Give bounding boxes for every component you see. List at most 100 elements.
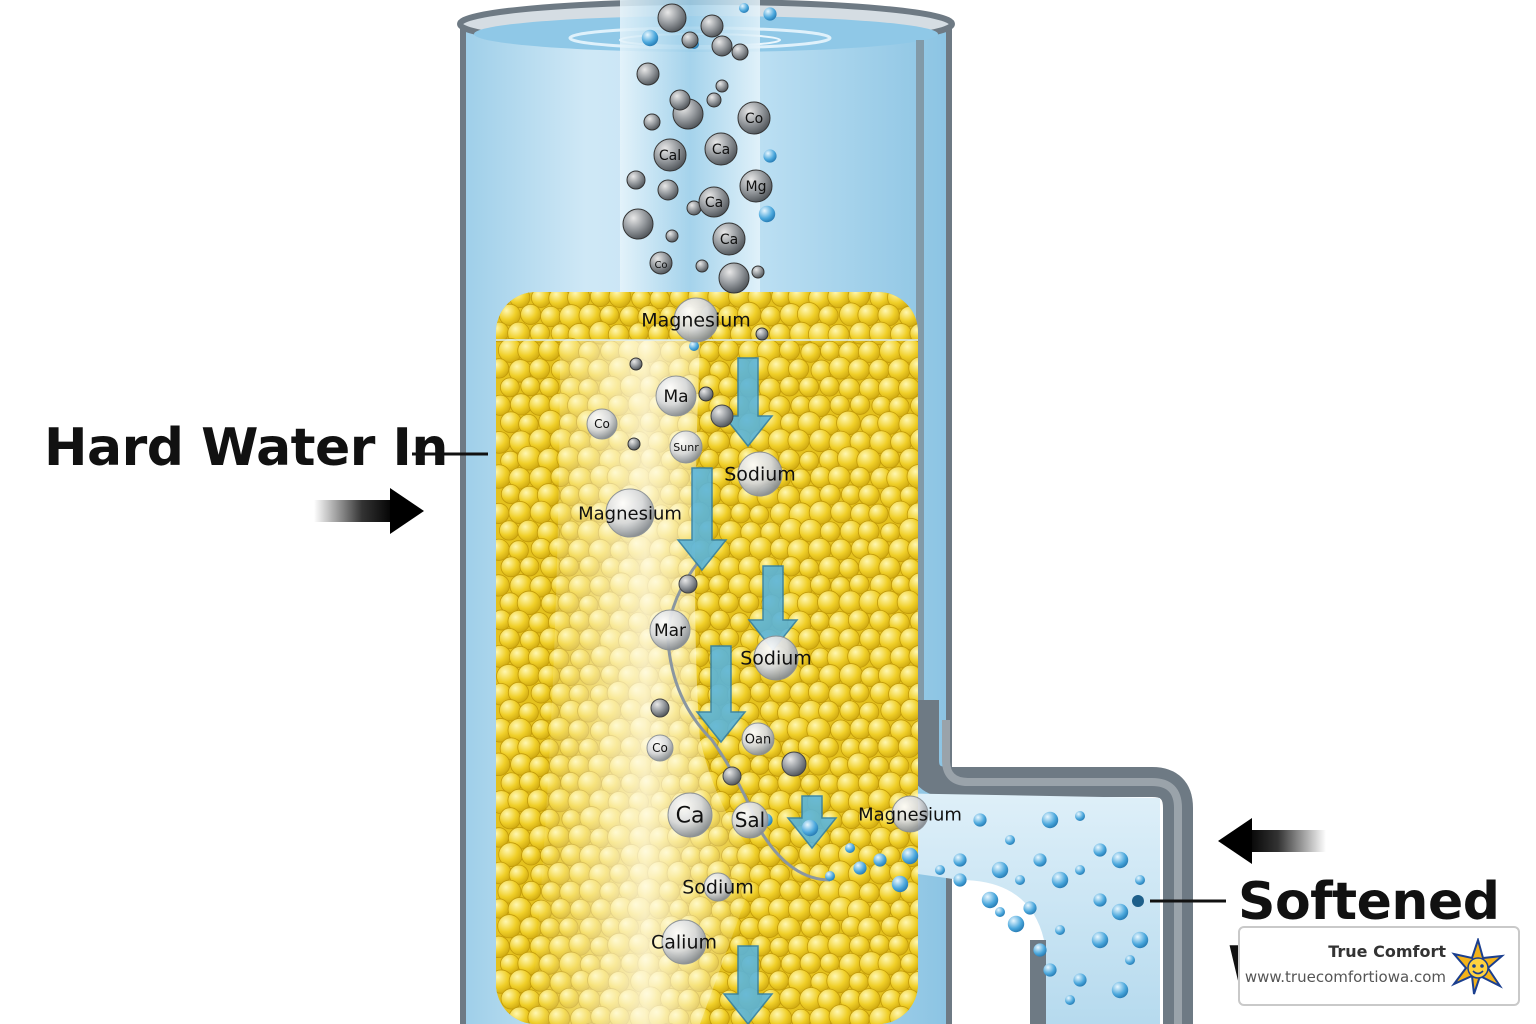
resin-bead [779,376,800,397]
water-droplet [991,861,1009,879]
resin-bead [818,700,840,722]
labeled-resin-ion: Magnesium [641,297,751,343]
mineral-ion [751,265,765,279]
labeled-resin-ion: Magnesium [578,488,682,538]
labeled-resin-ion: Sodium [724,451,796,497]
water-droplet [1015,875,1025,885]
ion-label: Calium [651,932,717,954]
flow-arrow-icon [722,357,774,448]
mineral-ion [755,327,769,341]
resin-bead [496,574,510,597]
water-droplet [1093,893,1107,907]
labeled-resin-ion: Oan [741,722,775,756]
resin-bead [848,972,869,993]
resin-bead [529,500,553,524]
resin-bead [820,917,841,938]
resin-bead [521,845,542,866]
ion-label: Cal [659,148,681,164]
mineral-ion [781,751,807,777]
resin-bead [718,628,740,649]
water-droplet [758,205,776,223]
mineral-ion [678,574,698,594]
resin-bead [749,681,771,703]
labeled-resin-ion: Mar [649,609,691,651]
water-droplet [873,853,887,867]
resin-bead [817,590,841,615]
resin-ions: MagnesiumMaCoSunrSodiumMagnesiumMarSodiu… [578,297,962,965]
water-droplet [1043,963,1057,977]
resin-bead [769,680,792,704]
resin-bead [519,771,541,793]
labeled-mineral-ion: Co [649,251,673,275]
resin-bead [509,934,531,956]
ion-label: Oan [745,733,771,748]
resin-bead [497,914,522,939]
resin-bead [498,628,520,650]
resin-bead [899,664,918,688]
resin-bead [538,338,561,362]
water-droplet [763,149,777,163]
resin-bead [517,519,540,543]
resin-bead [717,339,740,361]
mineral-ion [681,31,699,49]
resin-bead [877,735,900,758]
softened-leader-dot [1132,895,1144,907]
ion-label: Magnesium [858,804,962,825]
water-droplet [1033,943,1047,957]
mineral-ion [669,89,691,111]
water-droplet [995,907,1005,917]
ion-label: Sodium [724,464,796,486]
resin-bead [799,450,820,471]
resin-bead [499,807,522,830]
labeled-mineral-ion: Ca [704,132,738,166]
resin-bead [757,914,781,938]
mineral-ion [650,698,670,718]
resin-bead [897,735,918,758]
resin-bead [521,880,542,901]
water-droplet [973,813,987,827]
resin-bead [888,935,909,956]
resin-bead [807,753,830,776]
labeled-resin-ion: Magnesium [858,795,962,833]
resin-bead [909,898,918,921]
resin-bead [500,556,522,578]
resin-bead [849,682,870,703]
resin-bead [779,987,802,1010]
resin-bead [868,358,890,381]
resin-bead [530,682,552,704]
flow-arrow-icon [747,565,799,652]
ion-label: Co [654,260,667,271]
resin-bead [847,752,871,776]
mineral-ion [627,437,641,451]
resin-bead [880,699,903,722]
water-droplet [1091,931,1109,949]
mineral-ion [700,14,724,38]
resin-glow-column [530,340,760,1024]
mineral-ion [643,113,661,131]
water-droplet [901,847,919,865]
resin-bead [819,376,840,397]
labeled-mineral-ion: Ca [698,186,730,218]
resin-bead [857,520,880,543]
resin-bead [858,484,880,506]
ion-label: Sodium [682,877,754,899]
flow-arrow-icon [676,467,728,572]
mineral-ion [626,170,646,190]
brand-url[interactable]: www.truecomfortiowa.com [1244,968,1446,986]
ion-label: Ca [705,195,723,211]
resin-bead [808,429,832,453]
mineral-ion [629,357,643,371]
resin-bead [528,358,551,380]
ion-label: Sunr [673,441,699,454]
resin-bead [500,411,522,434]
labeled-resin-ion: Sodium [682,872,754,902]
resin-bead [499,520,520,541]
resin-bead [819,483,841,506]
resin-bead [500,988,523,1010]
resin-bead [828,1004,853,1024]
resin-bead [868,503,889,524]
ion-label: Magnesium [641,310,751,332]
mineral-ion [657,179,679,201]
resin-bead [530,537,552,559]
